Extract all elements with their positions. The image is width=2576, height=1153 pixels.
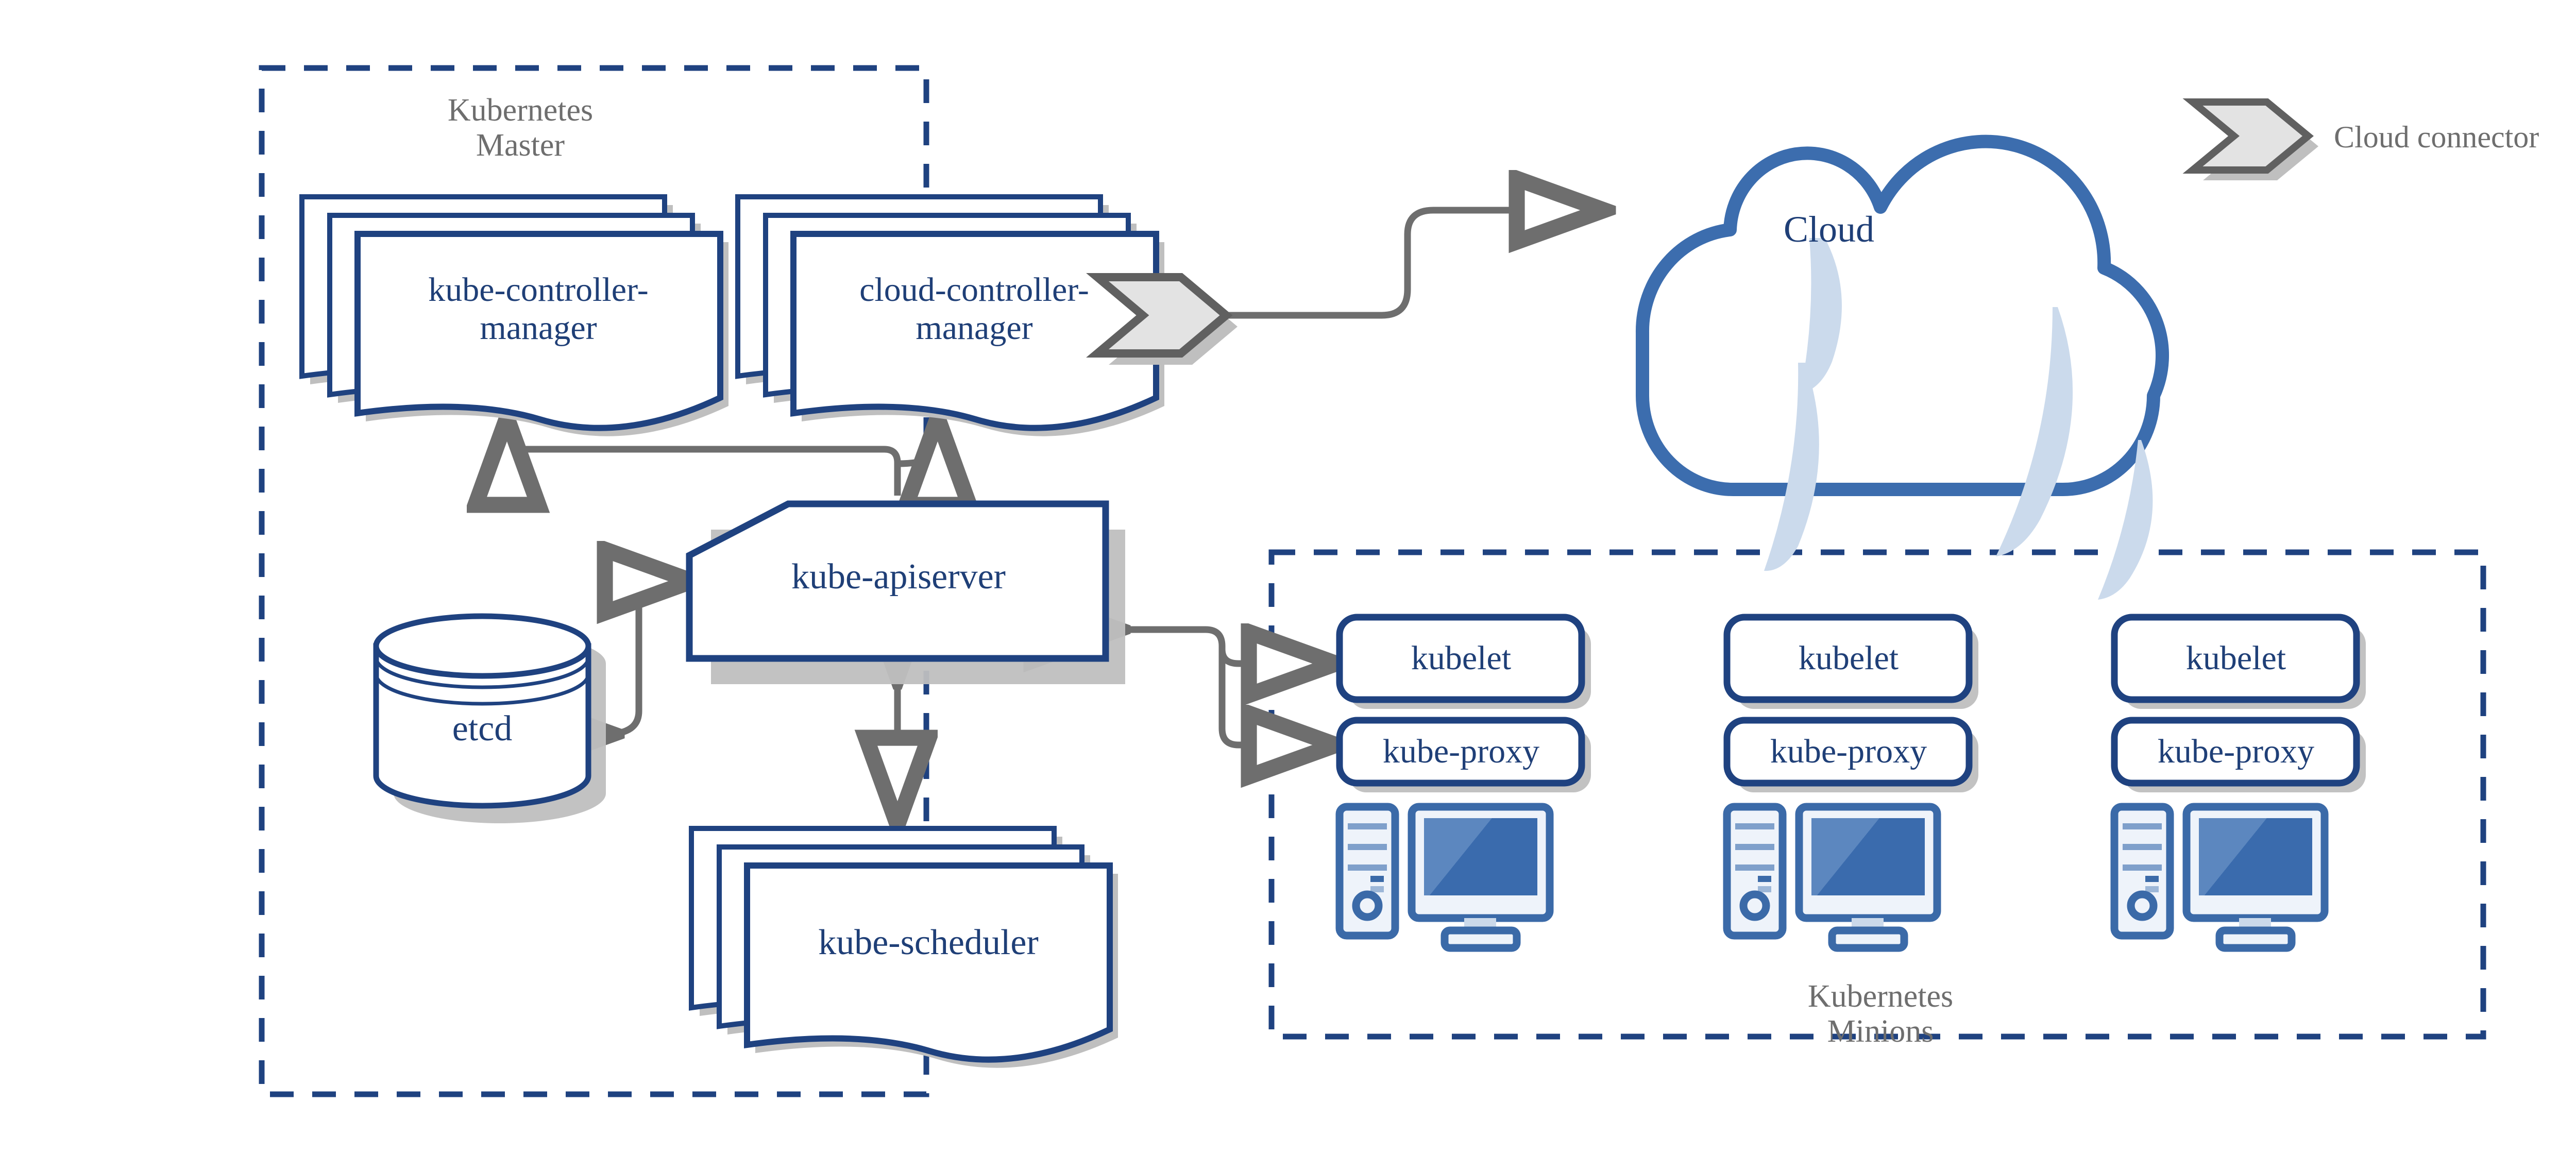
computer-icon [2110, 803, 2329, 952]
legend-label-cloud-connector: Cloud connector [2334, 120, 2539, 154]
node-label-kube-controller-manager: kube-controller- manager [428, 271, 649, 347]
group-label-master: Kubernetes Master [447, 93, 594, 163]
connector-apiserver-to-cloud-controller-branch [897, 425, 938, 464]
connector-layer [507, 210, 1597, 818]
connector-apiserver-to-controllers [507, 425, 901, 496]
group-label-minions: Kubernetes Minions [1807, 979, 1954, 1049]
node-label-cloud: Cloud [1783, 208, 1875, 250]
connector-apiserver-to-kubelet [1218, 649, 1329, 664]
node-label-etcd: etcd [452, 708, 513, 749]
connector-minions-to-apiserver [1112, 630, 1329, 745]
node-label-kube-proxy-2: kube-proxy [1770, 733, 1927, 771]
node-label-kube-proxy-3: kube-proxy [2157, 733, 2315, 771]
node-kube-apiserver[interactable] [686, 500, 1109, 662]
node-etcd[interactable] [373, 613, 591, 809]
node-label-kube-apiserver: kube-apiserver [791, 556, 1006, 597]
node-cloud[interactable] [1635, 114, 2169, 600]
node-label-kubelet-1: kubelet [1411, 639, 1512, 677]
node-kube-scheduler[interactable] [689, 826, 1118, 1068]
node-label-kubelet-2: kubelet [1798, 639, 1899, 677]
node-label-cloud-controller-manager: cloud-controller- manager [859, 271, 1089, 347]
node-label-kubelet-3: kubelet [2185, 639, 2286, 677]
connector-etcd-apiserver [606, 581, 685, 734]
computer-icons [1335, 803, 2329, 952]
group-box-minions [1268, 549, 2486, 1040]
node-label-kube-scheduler: kube-scheduler [818, 922, 1039, 962]
node-cloud-controller-manager[interactable] [735, 194, 1164, 436]
node-kube-controller-manager[interactable] [299, 194, 728, 436]
computer-icon [1723, 803, 1941, 952]
minion-boxes[interactable] [1336, 614, 2360, 787]
legend-cloud-connector-icon [2182, 98, 2318, 180]
cloud-connector-shape[interactable] [1086, 273, 1238, 365]
computer-icon [1335, 803, 1554, 952]
connector-cloudcontroller-to-cloud [1194, 210, 1597, 319]
node-label-kube-proxy-1: kube-proxy [1382, 733, 1540, 771]
